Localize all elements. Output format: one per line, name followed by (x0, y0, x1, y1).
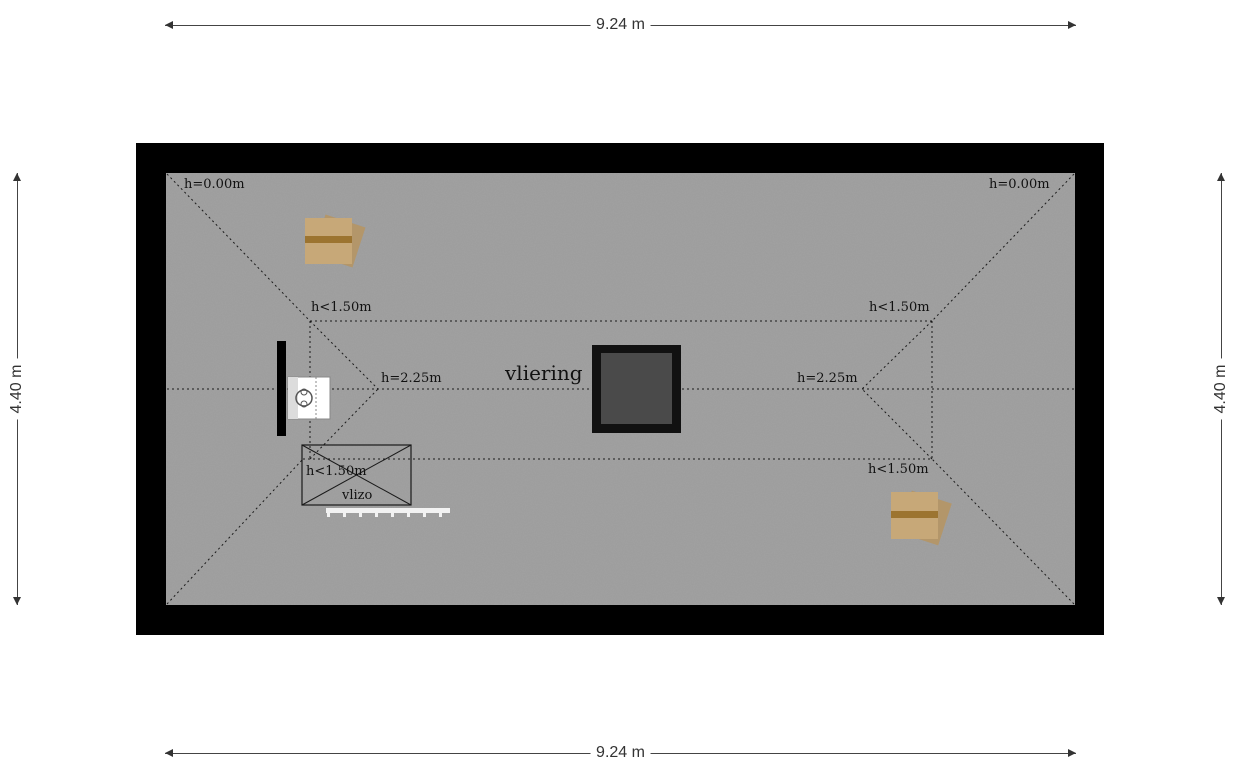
ridge-branch (861, 388, 933, 460)
vlizo-storage (301, 444, 412, 506)
right-dimension: 4.40 m (1211, 173, 1231, 605)
height-label-top-left: h=0.00m (184, 177, 245, 192)
hip-line (931, 173, 1075, 322)
storage-label: vlizo (341, 488, 373, 503)
arrow-right-icon (1068, 749, 1076, 757)
hip-line (931, 458, 1075, 605)
arrow-left-icon (165, 749, 173, 757)
hip-line (166, 458, 304, 605)
hip-line (166, 173, 311, 322)
room-name: vliering (504, 361, 583, 385)
arrow-right-icon (1068, 21, 1076, 29)
height-label-ridge-right: h=2.25m (797, 371, 858, 386)
arrow-left-icon (165, 21, 173, 29)
box-icon (891, 490, 952, 546)
height-label-ridge-left: h=2.25m (381, 371, 442, 386)
ridge-branch (309, 388, 379, 460)
box-icon (305, 214, 366, 268)
arrow-up-icon (13, 173, 21, 181)
left-dimension: 4.40 m (7, 173, 27, 605)
height-label-inner-top-left: h<1.50m (311, 300, 372, 315)
water-heater-icon (287, 376, 331, 420)
height-label-top-right: h=0.00m (989, 177, 1050, 192)
ladder-icon (326, 508, 450, 517)
top-width-label: 9.24 m (590, 15, 651, 35)
arrow-down-icon (13, 597, 21, 605)
roof-lines (166, 173, 1075, 605)
height-label-inner-bottom-left: h<1.50m (306, 464, 367, 479)
ridge-branch (861, 320, 933, 390)
radiator-icon (277, 341, 286, 436)
bottom-width-label: 9.24 m (590, 743, 651, 763)
bottom-dimension: 9.24 m (165, 743, 1076, 763)
ridge-branch (309, 320, 379, 390)
arrow-down-icon (1217, 597, 1225, 605)
height-label-inner-top-right: h<1.50m (869, 300, 930, 315)
arrow-up-icon (1217, 173, 1225, 181)
attic-hatch-inner (601, 353, 672, 424)
height-label-inner-bottom-right: h<1.50m (868, 462, 929, 477)
top-dimension: 9.24 m (165, 15, 1076, 35)
